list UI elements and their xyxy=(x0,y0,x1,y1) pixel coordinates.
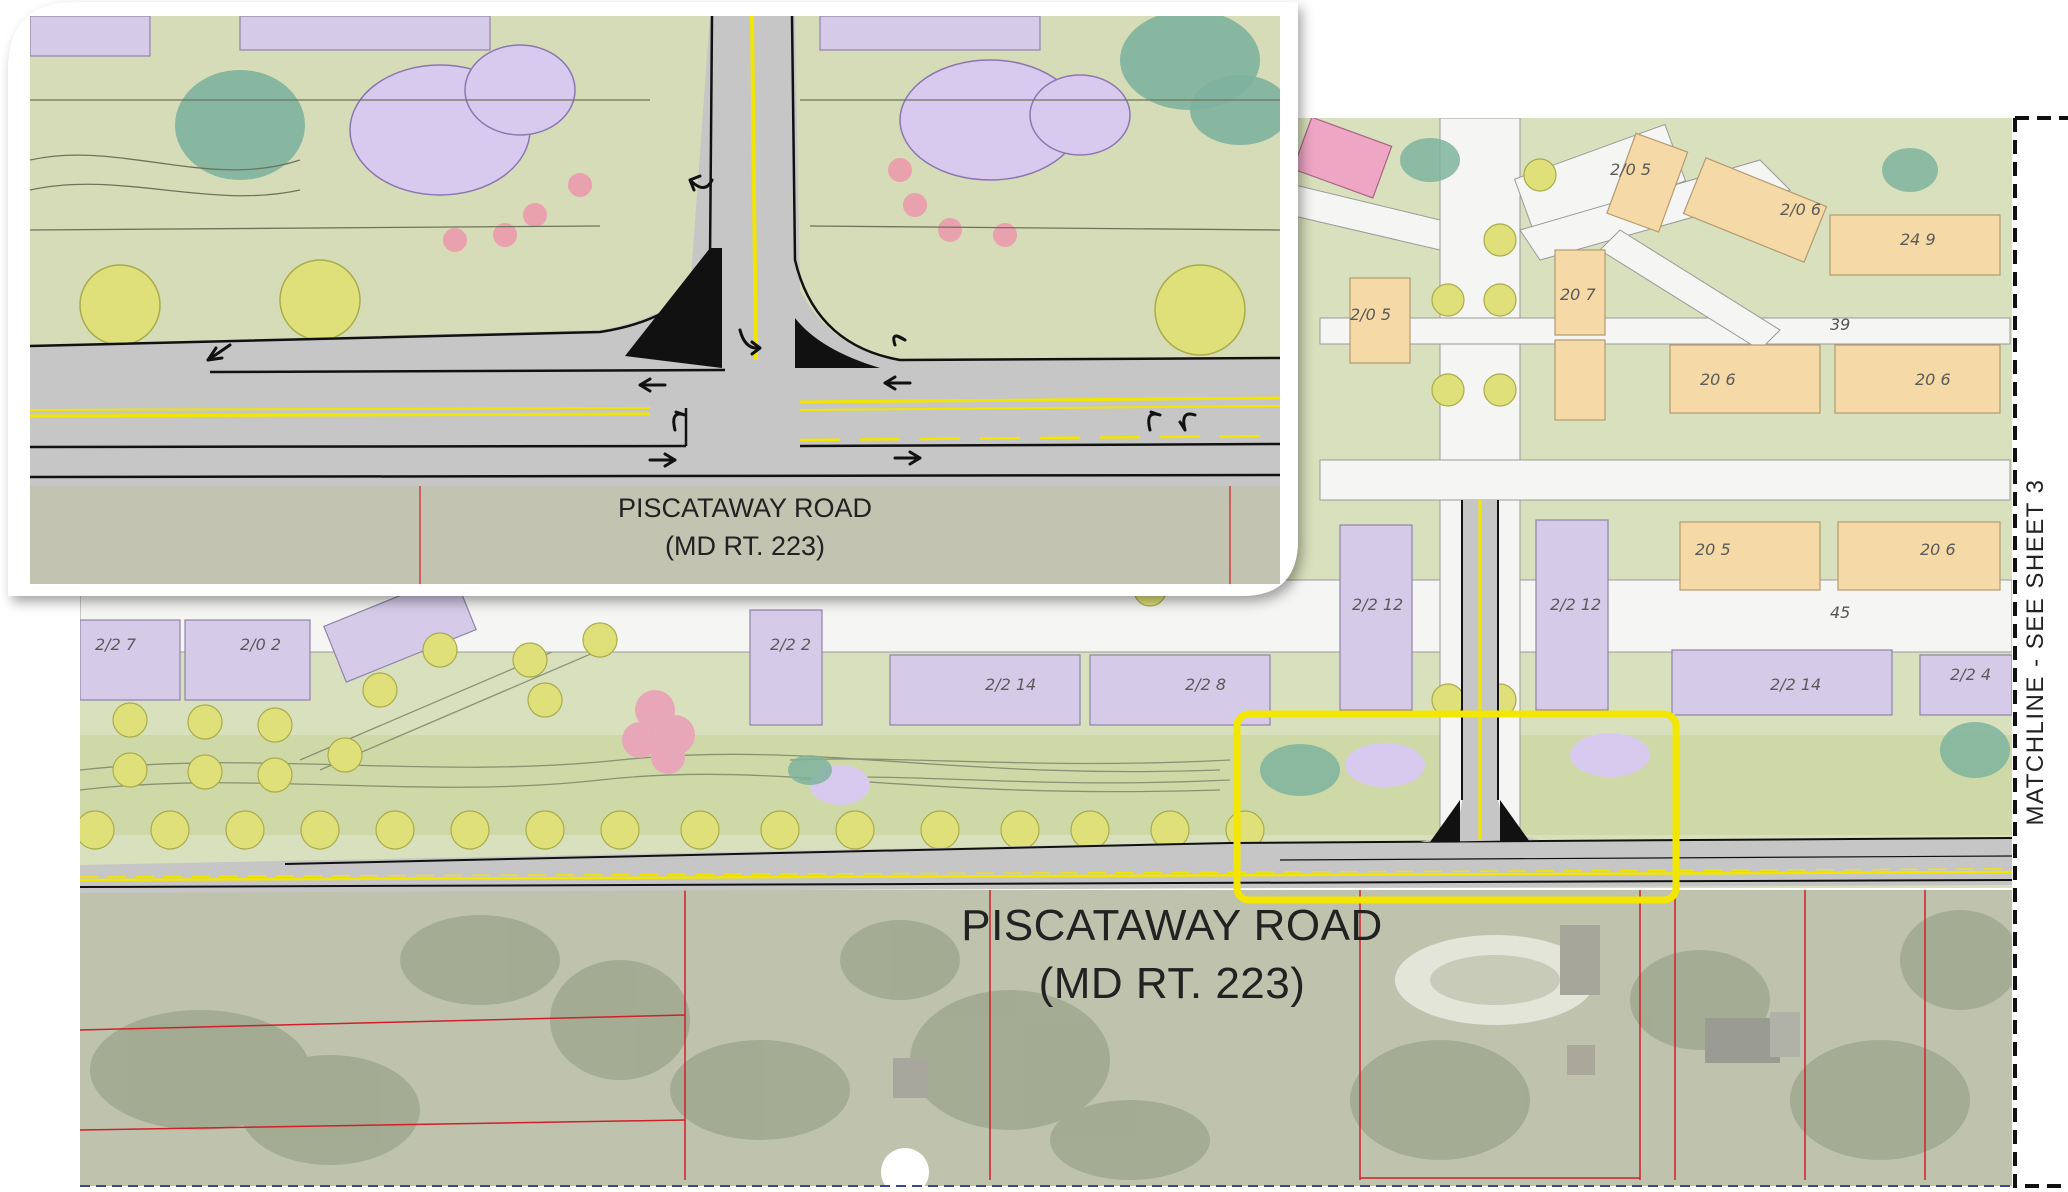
inset-road-sublabel: (MD RT. 223) xyxy=(665,531,825,561)
unit-label: 2/2 8 xyxy=(1185,675,1226,694)
unit-label: 20 7 xyxy=(1560,285,1596,304)
street-trees xyxy=(80,158,1557,850)
unit-label: 20 5 xyxy=(1695,540,1731,559)
street-ref: 45 xyxy=(1830,603,1850,622)
parcel-lines xyxy=(80,890,1926,1180)
unit-label: 20 6 xyxy=(1915,370,1951,389)
streetscape-buffer xyxy=(80,735,2012,835)
townhouse-unit-pink xyxy=(1292,118,1393,199)
unit-label: 2/2 12 xyxy=(1352,595,1403,614)
inset-aerial xyxy=(30,486,1280,584)
inset-map: PISCATAWAY ROAD (MD RT. 223) xyxy=(30,16,1280,584)
unit-label: 2/2 2 xyxy=(770,635,811,654)
unit-label: 2/0 2 xyxy=(240,635,281,654)
inset-piscataway-road xyxy=(30,16,1280,486)
main-road-sublabel: (MD RT. 223) xyxy=(1039,959,1306,1008)
main-road-label: PISCATAWAY ROAD xyxy=(961,901,1382,950)
unit-label: 2/0 5 xyxy=(1350,305,1391,324)
unit-label: 2/2 14 xyxy=(1770,675,1821,694)
street-ref: 39 xyxy=(1830,315,1850,334)
unit-label: 2/0 5 xyxy=(1610,160,1651,179)
inset-parcel-lines xyxy=(419,486,1231,584)
inset-units xyxy=(30,16,1041,57)
aerial-clearing xyxy=(881,925,1800,1186)
unit-label: 24 9 xyxy=(1900,230,1936,249)
matchline-label: MATCHLINE - SEE SHEET 3 xyxy=(2022,478,2049,825)
inset-road-label: PISCATAWAY ROAD xyxy=(618,493,872,523)
unit-labels: 2/2 7 2/0 2 2/2 2 2/2 14 2/2 8 2/2 12 2/… xyxy=(95,160,1991,694)
townhouse-units-purple xyxy=(80,519,2012,726)
unit-label: 2/2 12 xyxy=(1550,595,1601,614)
unit-label: 2/2 14 xyxy=(985,675,1036,694)
inset-trail-lines xyxy=(30,99,1280,231)
inset-planting xyxy=(79,16,1280,356)
unit-label: 2/2 4 xyxy=(1950,665,1991,684)
unit-label: 20 6 xyxy=(1700,370,1736,389)
intersection-highlight-box xyxy=(1233,710,1680,904)
townhouse-units-orange xyxy=(1349,132,2001,591)
inset-turn-arrows xyxy=(206,174,1197,468)
aerial-tree-canopy xyxy=(90,910,2012,1180)
unit-label: 2/2 7 xyxy=(95,635,137,654)
side-street-main xyxy=(1420,500,1540,842)
matchline-boundary xyxy=(2013,116,2068,1188)
shrub-clusters xyxy=(622,138,2010,805)
piscataway-road-main xyxy=(80,837,2012,893)
unit-label: 2/0 6 xyxy=(1780,200,1821,219)
unit-label: 20 6 xyxy=(1920,540,1956,559)
